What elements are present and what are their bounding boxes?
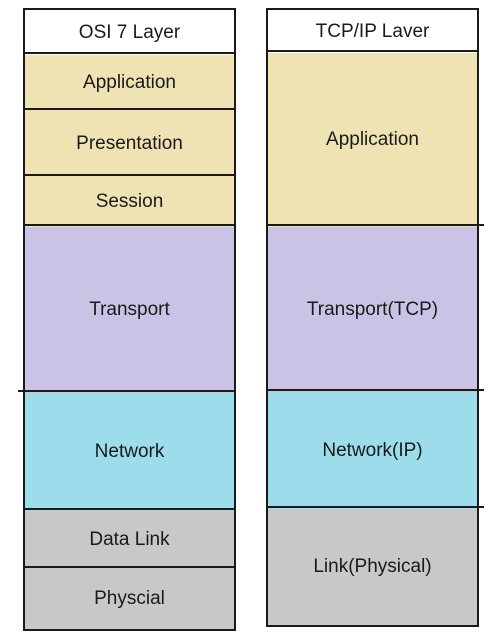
osi-column: OSI 7 Layer Application Presentation Ses… (23, 8, 236, 631)
osi-data-link-layer: Data Link (25, 511, 234, 569)
osi-divider-header (23, 52, 236, 54)
tcpip-title: TCP/IP Laver (268, 10, 477, 53)
osi-physical-layer: Physcial (25, 569, 234, 629)
tcpip-transport-layer: Transport(TCP) (268, 227, 477, 392)
osi-session-layer: Session (25, 177, 234, 227)
osi-divider-trans-net (18, 390, 236, 392)
osi-divider-dl-phys (23, 566, 236, 568)
osi-transport-layer: Transport (25, 227, 234, 393)
tcpip-link-layer: Link(Physical) (268, 509, 477, 625)
tcpip-network-layer: Network(IP) (268, 392, 477, 509)
tcpip-divider-net-link (266, 506, 484, 508)
tcpip-column: TCP/IP Laver Application Transport(TCP) … (266, 8, 479, 627)
tcpip-divider-app-trans (266, 224, 484, 226)
osi-application-layer: Application (25, 55, 234, 111)
osi-presentation-layer: Presentation (25, 111, 234, 177)
tcpip-divider-header (266, 50, 479, 52)
osi-title: OSI 7 Layer (25, 10, 234, 55)
tcpip-application-layer: Application (268, 53, 477, 227)
osi-divider-sess-trans (23, 224, 236, 226)
osi-divider-pres-sess (23, 174, 236, 176)
osi-divider-app-pres (23, 108, 236, 110)
tcpip-divider-trans-net (266, 389, 484, 391)
osi-divider-net-dl (23, 508, 236, 510)
osi-network-layer: Network (25, 393, 234, 511)
